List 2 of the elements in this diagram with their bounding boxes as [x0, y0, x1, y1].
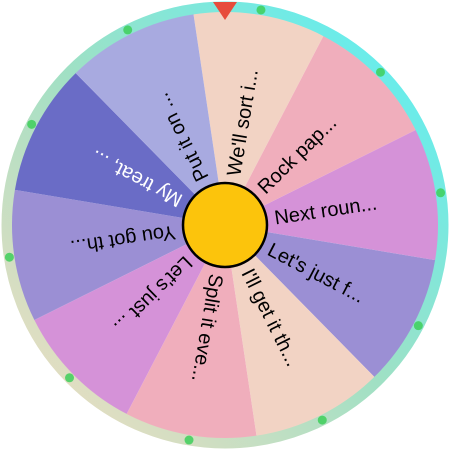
segment-label: Next roun...	[272, 192, 378, 230]
segment-label: We'll sort i...	[223, 68, 263, 178]
